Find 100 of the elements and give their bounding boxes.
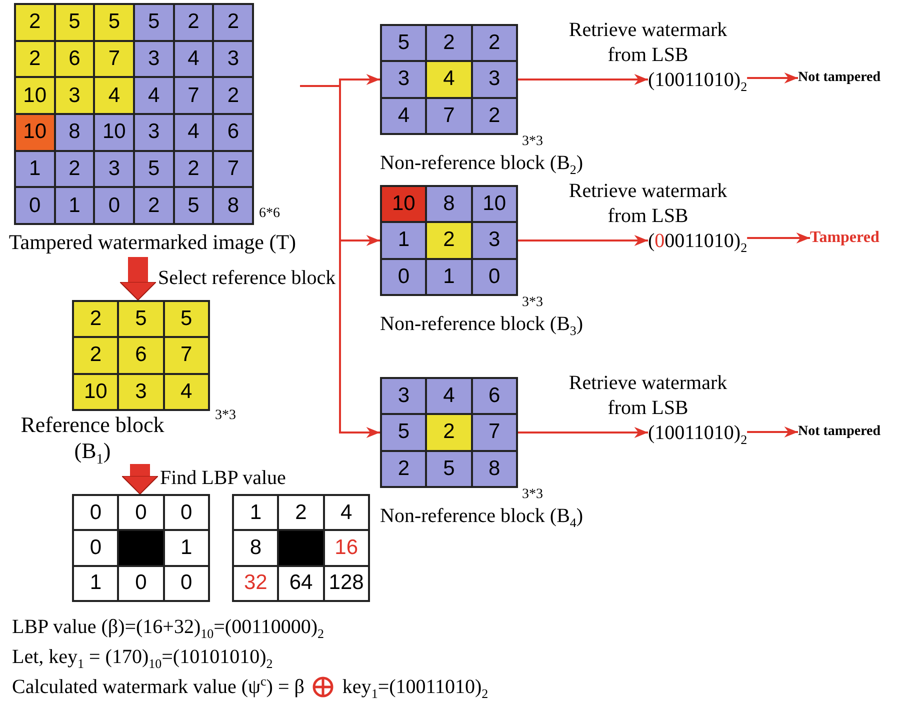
pixel-value-cell: 3 (381, 378, 426, 414)
pixel-value-cell: 2 (73, 301, 118, 338)
pixel-value-cell: 8 (213, 187, 253, 224)
binary-watermark-value: (10011010)$_{2}$ (648, 66, 748, 94)
pixel-value-cell: 0 (73, 495, 118, 530)
pixel-value-cell: 3 (213, 40, 253, 78)
formula-text: Let, key$_{1}$ = (170)$_{10}$=(10101010)$_{2}$ (12, 645, 273, 672)
pixel-value-cell: 5 (381, 25, 426, 62)
pixel-value-cell: 5 (134, 150, 174, 188)
pixel-value-cell: 4 (134, 77, 174, 114)
pixel-value-cell: 0 (381, 258, 426, 295)
pixel-value-cell: 0 (118, 566, 164, 601)
pixel-value-cell: 3 (118, 374, 164, 410)
pixel-value-cell: 1 (54, 187, 94, 224)
pixel-value-cell: 6 (213, 114, 253, 151)
pixel-value-cell: 1 (164, 530, 209, 566)
pixel-value-cell: 0 (94, 187, 134, 224)
pixel-value-cell: 6 (118, 337, 164, 374)
pixel-value-cell: 3 (134, 40, 174, 78)
pixel-value-cell: 7 (174, 77, 214, 114)
block-size-label: 3*3 (522, 295, 543, 311)
pixel-value-cell: 5 (134, 4, 174, 41)
pixel-value-cell: 2 (426, 222, 472, 259)
block-caption: Non-reference block (B$_{3}$) (380, 312, 584, 337)
pixel-value-cell: 0 (73, 530, 118, 566)
pixel-value-cell: 2 (278, 495, 324, 530)
arrow (747, 232, 810, 244)
pixel-value-cell: 5 (118, 301, 164, 338)
pixel-value-cell: 7 (164, 337, 209, 374)
pixel-value-cell: 2 (426, 414, 472, 451)
pixel-value-cell: 2 (472, 25, 517, 62)
pixel-value-cell: 1 (73, 566, 118, 601)
pixel-value-cell: 3 (472, 222, 517, 259)
pixel-value-cell: 4 (381, 98, 426, 134)
pixel-value-cell: 2 (54, 150, 94, 188)
pixel-value-cell: 4 (94, 77, 134, 114)
pixel-value-cell: 5 (174, 187, 214, 224)
pixel-value-cell: 1 (426, 258, 472, 295)
pixel-value-cell: 5 (426, 450, 472, 487)
arrow (747, 72, 798, 84)
pixel-value-cell: 1 (381, 222, 426, 259)
pixel-value-cell: 3 (472, 61, 517, 98)
pixel-value-cell: 32 (233, 566, 278, 601)
pixel-value-cell: 8 (472, 450, 517, 487)
formula-text: key$_{1}$=(10011010)$_{2}$ (342, 675, 488, 702)
pixel-value-cell: 2 (73, 337, 118, 374)
pixel-value-cell: 8 (54, 114, 94, 151)
pixel-value-cell: 8 (426, 186, 472, 222)
pixel-value-cell: 2 (174, 4, 214, 41)
binary-watermark-value: (10011010)$_{2}$ (648, 418, 748, 446)
pixel-value-cell: 0 (164, 566, 209, 601)
block-caption: Reference block (B$_{1}$) (20, 412, 166, 464)
arrow (120, 257, 156, 300)
pixel-value-cell: 5 (164, 301, 209, 338)
pixel-value-cell: 10 (381, 186, 426, 222)
arrow (122, 464, 158, 494)
pixel-value-cell: 3 (381, 61, 426, 98)
pixel-value-cell: 7 (94, 40, 134, 78)
block-caption: Tampered watermarked image (T) (8, 229, 298, 255)
arrow (300, 85, 380, 438)
pixel-value-cell: 2 (213, 4, 253, 41)
pixel-value-cell: 3 (94, 150, 134, 188)
pixel-value-cell: 5 (54, 4, 94, 41)
pixel-value-cell: 2 (426, 25, 472, 62)
pixel-value-cell: 1 (15, 150, 55, 188)
pixel-value-cell: 3 (54, 77, 94, 114)
pixel-value-cell: 6 (472, 378, 517, 414)
pixel-value-cell: 5 (94, 4, 134, 41)
pixel-value-cell: 10 (94, 114, 134, 151)
arrow (747, 426, 798, 438)
binary-watermark-value: (00011010)$_{2}$ (648, 226, 748, 254)
block-caption: Non-reference block (B$_{2}$) (380, 151, 584, 176)
pixel-value-cell: 5 (381, 414, 426, 451)
pixel-value-cell: 4 (426, 378, 472, 414)
arrow (518, 235, 648, 246)
pixel-value-cell: 4 (426, 61, 472, 98)
pixel-value-cell: 4 (174, 114, 214, 151)
pixel-value-cell: 10 (15, 77, 55, 114)
pixel-value-cell: 3 (134, 114, 174, 151)
block-size-label: 3*3 (215, 408, 236, 424)
pixel-value-cell: 128 (324, 566, 369, 601)
arrow (518, 427, 648, 438)
pixel-value-cell: 64 (278, 566, 324, 601)
pixel-value-cell: 2 (381, 450, 426, 487)
pixel-value-cell: 2 (15, 40, 55, 78)
arrow (518, 74, 648, 85)
pixel-value-cell: 4 (164, 374, 209, 410)
pixel-value-cell: 10 (73, 374, 118, 410)
pixel-value-cell: 10 (472, 186, 517, 222)
status-label: Not tampered (798, 67, 881, 89)
pixel-value-cell: 2 (213, 77, 253, 114)
pixel-value-cell: 2 (174, 150, 214, 188)
pixel-value-cell: 7 (426, 98, 472, 134)
pixel-value-cell: 0 (164, 495, 209, 530)
formula-text: LBP value (β)=(16+32)$_{10}$=(00110000)$_{2}$ (12, 615, 324, 642)
pixel-value-cell: 2 (472, 98, 517, 134)
pixel-value-cell: 2 (134, 187, 174, 224)
pixel-value-cell: 1 (233, 495, 278, 530)
pixel-value-cell: 4 (324, 495, 369, 530)
pixel-value-cell: 10 (15, 114, 55, 151)
